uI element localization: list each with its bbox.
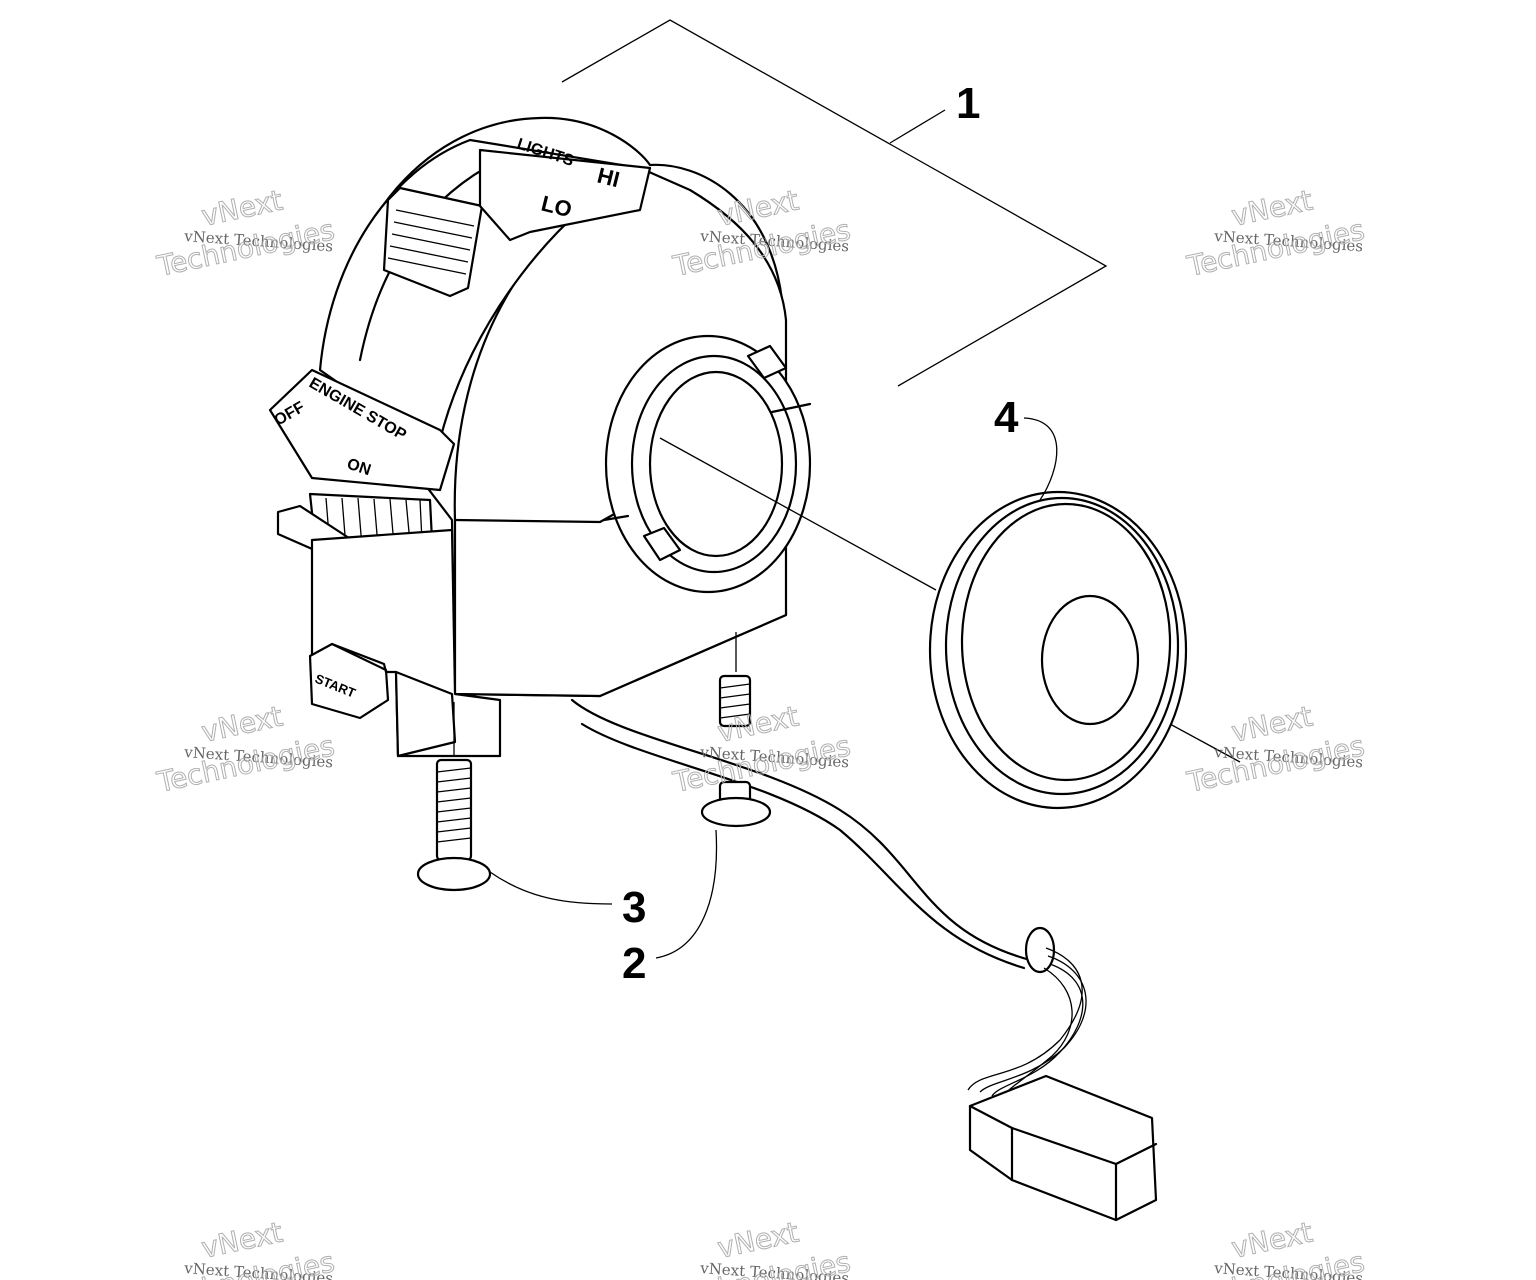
callout-1-bracket xyxy=(561,19,1108,387)
wire-harness xyxy=(570,698,1158,1222)
leader-lines xyxy=(489,417,1058,959)
callout-labels: 1 2 3 4 xyxy=(622,79,1019,988)
screw-2 xyxy=(700,632,772,828)
callout-1: 1 xyxy=(956,79,980,128)
grommet-4 xyxy=(928,490,1188,810)
callout-3: 3 xyxy=(622,883,646,932)
on-label: ON xyxy=(345,456,373,480)
switch-housing xyxy=(268,116,812,758)
callout-4: 4 xyxy=(994,393,1019,442)
screw-3 xyxy=(416,702,492,892)
callout-2: 2 xyxy=(622,939,646,988)
